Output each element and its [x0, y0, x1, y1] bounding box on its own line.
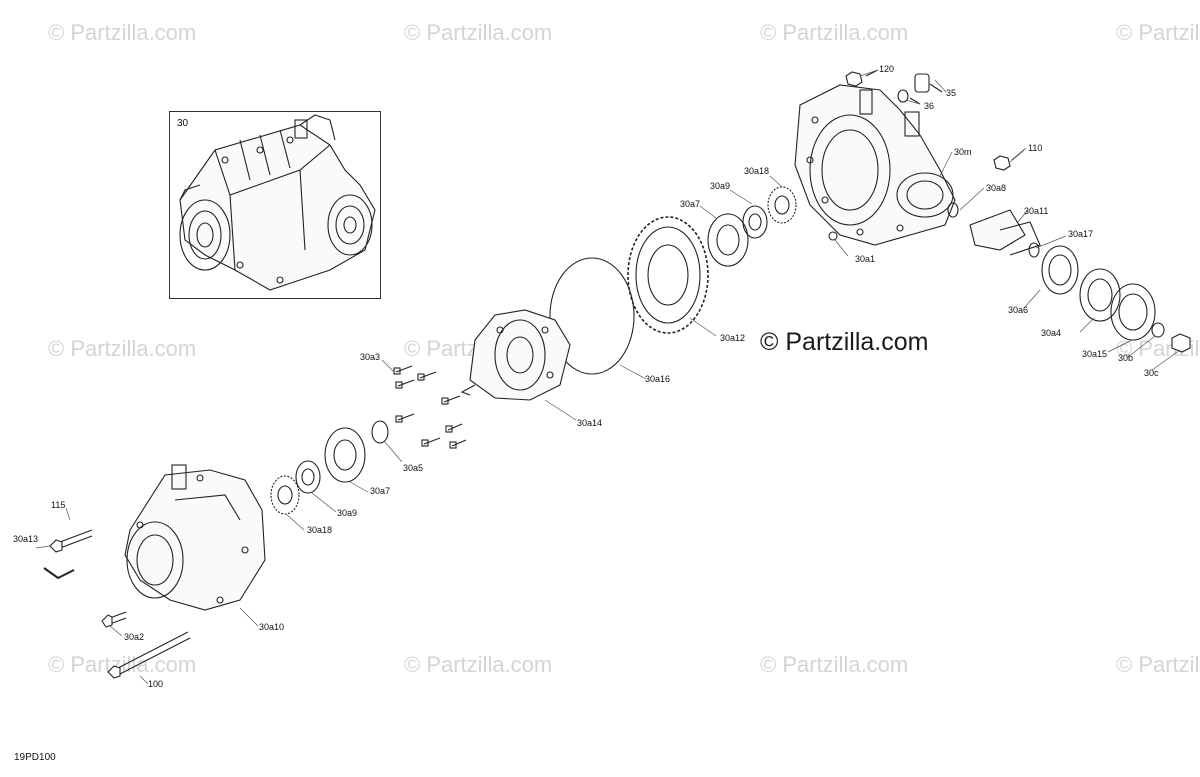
part-callout[interactable]: 30a11	[1024, 206, 1049, 216]
right-shaft-assembly-drawing	[828, 202, 1191, 353]
part-callout[interactable]: 30a10	[259, 622, 285, 632]
inset-part-label: 30	[177, 118, 189, 129]
main-watermark: © Partzilla.com	[760, 328, 929, 356]
part-callout[interactable]: 30a12	[720, 333, 746, 343]
watermark: © Partzilla.com	[48, 20, 197, 45]
part-callout[interactable]: 120	[879, 64, 895, 74]
part-callout[interactable]: 30a7	[370, 486, 391, 496]
part-callout[interactable]: 30a9	[710, 181, 731, 191]
assembled-view-inset	[169, 111, 381, 299]
part-callout[interactable]: 30a7	[680, 199, 701, 209]
top-hardware-drawing	[845, 69, 1025, 171]
part-callout[interactable]: 30a13	[13, 534, 39, 544]
part-callout[interactable]: 35	[946, 88, 957, 98]
part-callout[interactable]: 100	[148, 679, 164, 689]
part-callout[interactable]: 30m	[954, 147, 972, 157]
diagram-code: 19PD100	[14, 752, 56, 763]
watermark: © Partzilla.com	[760, 652, 909, 677]
part-callout[interactable]: 30a14	[577, 418, 603, 428]
watermark: © Partzilla.com	[1116, 20, 1200, 45]
inset-assembly-drawing	[179, 114, 376, 291]
part-callout[interactable]: 30a9	[337, 508, 358, 518]
part-callout[interactable]: 30a17	[1068, 229, 1094, 239]
part-callout[interactable]: 30a16	[645, 374, 671, 384]
long-bolts-drawing	[43, 529, 191, 679]
part-callout[interactable]: 115	[51, 500, 66, 510]
lower-bearings-drawing	[270, 420, 389, 515]
leader-lines	[35, 69, 1181, 685]
part-callout[interactable]: 30a6	[1008, 305, 1029, 315]
part-callout[interactable]: 30b	[1118, 353, 1134, 363]
part-callout[interactable]: 30a18	[307, 525, 333, 535]
upper-housing-drawing	[794, 84, 956, 246]
part-callout[interactable]: 30a18	[744, 166, 770, 176]
part-callout[interactable]: 30a1	[855, 254, 876, 264]
part-callout[interactable]: 30a5	[403, 463, 424, 473]
watermark: © Partzilla.com	[404, 20, 553, 45]
watermark: © Partzilla.com	[1116, 652, 1200, 677]
part-callout[interactable]: 110	[1028, 143, 1043, 153]
part-callout[interactable]: 30a8	[986, 183, 1007, 193]
part-callout[interactable]: 30a4	[1041, 328, 1062, 338]
lower-housing-drawing	[124, 464, 266, 611]
part-callout[interactable]: 30a3	[360, 352, 381, 362]
part-callout[interactable]: 36	[924, 101, 935, 111]
diff-carrier-drawing	[460, 309, 571, 401]
watermark: © Partzilla.com	[404, 652, 553, 677]
bolts-drawing	[393, 365, 467, 449]
part-callout[interactable]: 30c	[1144, 368, 1159, 378]
watermark: © Partzilla.com	[48, 336, 197, 361]
watermark: © Partzilla.com	[760, 20, 909, 45]
part-callout[interactable]: 30a2	[124, 632, 145, 642]
part-callout[interactable]: 30a15	[1082, 349, 1108, 359]
